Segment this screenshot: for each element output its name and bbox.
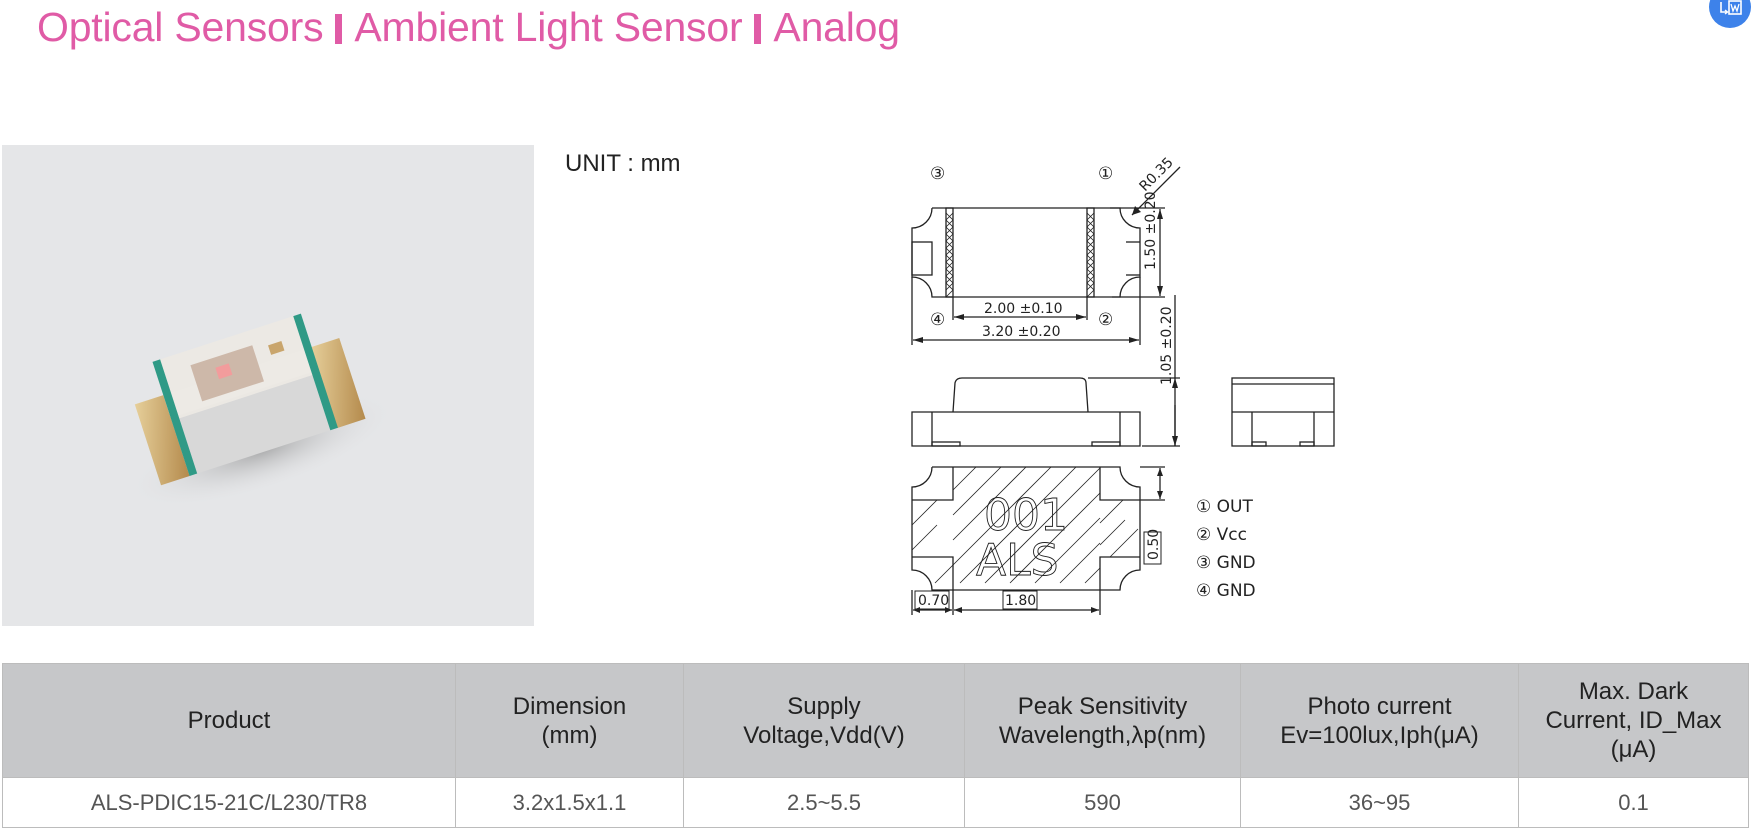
header-text: Voltage,Vdd(V) bbox=[743, 721, 905, 749]
breadcrumb-ambient-light-sensor[interactable]: Ambient Light Sensor bbox=[354, 4, 743, 50]
header-text: Wavelength,λp(nm) bbox=[998, 721, 1207, 749]
dim-inner-length: 2.00 ±0.10 bbox=[984, 301, 1063, 317]
header-text: Dimension bbox=[512, 692, 627, 720]
breadcrumb-optical-sensors[interactable]: Optical Sensors bbox=[37, 4, 324, 50]
marking-line2: ALS bbox=[976, 535, 1059, 586]
header-text: (mm) bbox=[541, 721, 598, 749]
breadcrumb-analog[interactable]: Analog bbox=[773, 4, 900, 50]
page-title: Optical Sensors Ambient Light Sensor Analo… bbox=[37, 4, 900, 51]
translate-button[interactable] bbox=[1709, 0, 1751, 28]
dim-radius: R0.35 bbox=[1137, 155, 1177, 195]
header-text: Current, ID_Max bbox=[1545, 707, 1722, 734]
dim-pad-width: 0.70 bbox=[918, 593, 949, 609]
cell-product[interactable]: ALS-PDIC15-21C/L230/TR8 bbox=[2, 777, 456, 828]
pin-1-label: ① bbox=[1098, 164, 1113, 184]
cell-photo-current: 36~95 bbox=[1240, 777, 1519, 828]
cell-supply-voltage: 2.5~5.5 bbox=[683, 777, 965, 828]
dimension-drawing: ③ ① ④ ② 2.00 ±0.10 3.20 ±0.20 1.50 ±0.20… bbox=[911, 155, 1335, 615]
unit-label: UNIT : mm bbox=[565, 150, 681, 177]
pin-legend-4: ④ GND bbox=[1196, 581, 1256, 601]
dim-height: 1.50 ±0.20 bbox=[1143, 191, 1159, 270]
column-header-dimension: Dimension(mm) bbox=[455, 663, 684, 778]
header-text: Photo current bbox=[1307, 692, 1452, 720]
header-text: (μA) bbox=[1610, 736, 1657, 763]
column-header-product: Product bbox=[2, 663, 456, 778]
pin-4-label: ④ bbox=[930, 310, 945, 330]
translate-document-icon bbox=[1720, 0, 1742, 15]
sensor-chip-image bbox=[128, 313, 396, 508]
hatch-pattern bbox=[911, 466, 1139, 584]
separator-bar bbox=[335, 14, 343, 44]
dim-thickness: 1.05 ±0.20 bbox=[1159, 306, 1175, 385]
side-view-outline bbox=[911, 411, 1141, 447]
product-photo bbox=[2, 145, 534, 626]
header-text: Supply bbox=[787, 692, 861, 720]
pin-legend-1: ① OUT bbox=[1196, 497, 1253, 517]
cell-dimension: 3.2x1.5x1.1 bbox=[455, 777, 684, 828]
dim-pad-gap: 1.80 bbox=[1005, 593, 1036, 609]
marking-line1: 001 bbox=[984, 490, 1068, 541]
dim-pad-height: 0.50 bbox=[1146, 529, 1162, 560]
header-text: Ev=100lux,Iph(μA) bbox=[1280, 721, 1479, 749]
header-text: Peak Sensitivity bbox=[1017, 692, 1188, 720]
pin-legend-3: ③ GND bbox=[1196, 553, 1256, 573]
pin-3-label: ③ bbox=[930, 164, 945, 184]
pin-legend: ① OUT ② Vcc ③ GND ④ GND bbox=[1196, 497, 1256, 601]
header-text: Max. Dark bbox=[1578, 678, 1689, 705]
cell-dark-current: 0.1 bbox=[1518, 777, 1749, 828]
pin-2-label: ② bbox=[1098, 310, 1113, 330]
header-text: Product bbox=[187, 707, 271, 734]
separator-bar bbox=[754, 14, 762, 44]
cell-peak-wavelength: 590 bbox=[964, 777, 1241, 828]
bottom-view-outline bbox=[911, 466, 1141, 591]
pin-legend-2: ② Vcc bbox=[1196, 525, 1247, 545]
dim-length: 3.20 ±0.20 bbox=[982, 324, 1061, 340]
